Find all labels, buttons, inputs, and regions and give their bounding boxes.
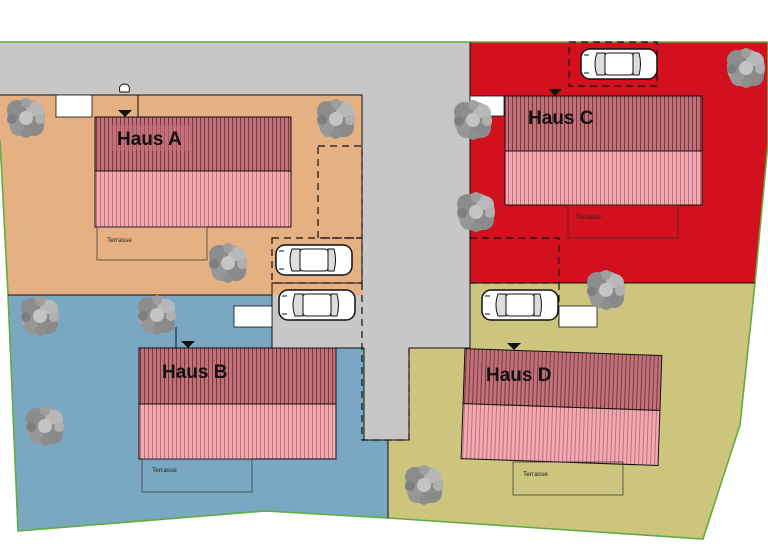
tree-icon — [21, 296, 59, 336]
storage-box-d — [558, 305, 598, 328]
storage-box-a — [55, 94, 93, 118]
road-area — [0, 42, 470, 440]
tree-icon — [317, 99, 355, 139]
car-icon-c — [580, 48, 658, 80]
house-b-label: Haus B — [162, 362, 227, 383]
car-icon-d — [481, 289, 559, 321]
terrace-label-c: Terrasse — [576, 214, 601, 221]
tree-icon — [454, 100, 492, 140]
terrace-label-b: Terrasse — [152, 467, 177, 474]
entrance-arrow-b — [181, 341, 195, 348]
entrance-markers — [118, 89, 562, 350]
tree-icon — [727, 48, 765, 88]
entrance-arrow-c — [548, 89, 562, 96]
house-b: Haus B — [138, 347, 337, 460]
tree-icon — [405, 465, 443, 505]
house-a-label: Haus A — [117, 129, 182, 150]
car-icon-a — [275, 244, 353, 276]
tree-icon — [138, 295, 176, 335]
terrace-label-a: Terrasse — [107, 237, 132, 244]
tree-icon — [587, 270, 625, 310]
tree-icon — [457, 192, 495, 232]
house-c-label: Haus C — [528, 108, 594, 129]
property-boundary — [0, 41, 768, 540]
house-d: Haus D — [460, 348, 663, 466]
storage-box-b — [233, 305, 273, 328]
tree-icon — [26, 406, 64, 446]
house-d-label: Haus D — [486, 365, 551, 386]
car-icon-b — [278, 289, 356, 321]
tree-icon — [209, 243, 247, 283]
mailbox-icon — [119, 83, 130, 93]
terrace-label-d: Terrasse — [523, 471, 548, 478]
terraces — [96, 204, 679, 496]
house-c: Haus C — [504, 95, 703, 206]
entrance-arrow-d — [507, 343, 521, 350]
entrance-arrow-a — [118, 110, 132, 117]
house-a: Haus A — [94, 116, 292, 228]
tree-icon — [7, 98, 45, 138]
